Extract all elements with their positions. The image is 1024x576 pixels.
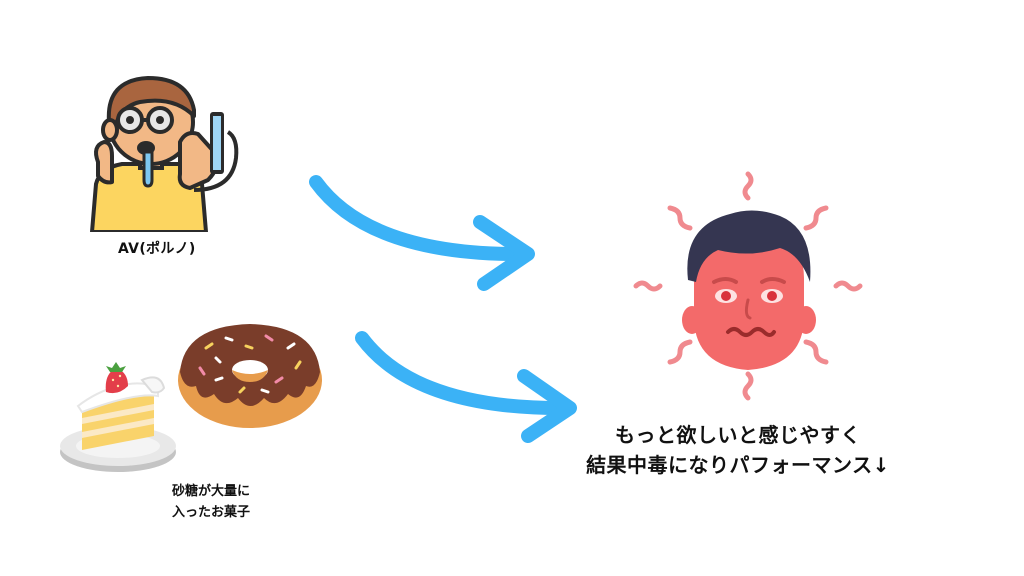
- strawberry-shortcake-icon: [60, 362, 176, 472]
- sweets-label-line1: 砂糖が大量に: [172, 484, 251, 499]
- av-label: AV(ポルノ): [118, 241, 196, 257]
- arrow-top-icon: [309, 175, 535, 291]
- sweets-label-line2: 入ったお菓子: [172, 505, 251, 520]
- arrow-bottom-icon: [355, 331, 577, 443]
- result-line2: 結果中毒になりパフォーマンス↓: [586, 453, 890, 477]
- result-line1: もっと欲しいと感じやすく: [615, 423, 861, 447]
- man-watching-screen-drooling-icon: [90, 76, 239, 232]
- addicted-red-face-icon: [633, 171, 863, 401]
- result-text: もっと欲しいと感じやすく 結果中毒になりパフォーマンス↓: [568, 420, 908, 480]
- chocolate-donut-icon: [178, 324, 322, 428]
- sweets-label: 砂糖が大量に 入ったお菓子: [172, 481, 250, 523]
